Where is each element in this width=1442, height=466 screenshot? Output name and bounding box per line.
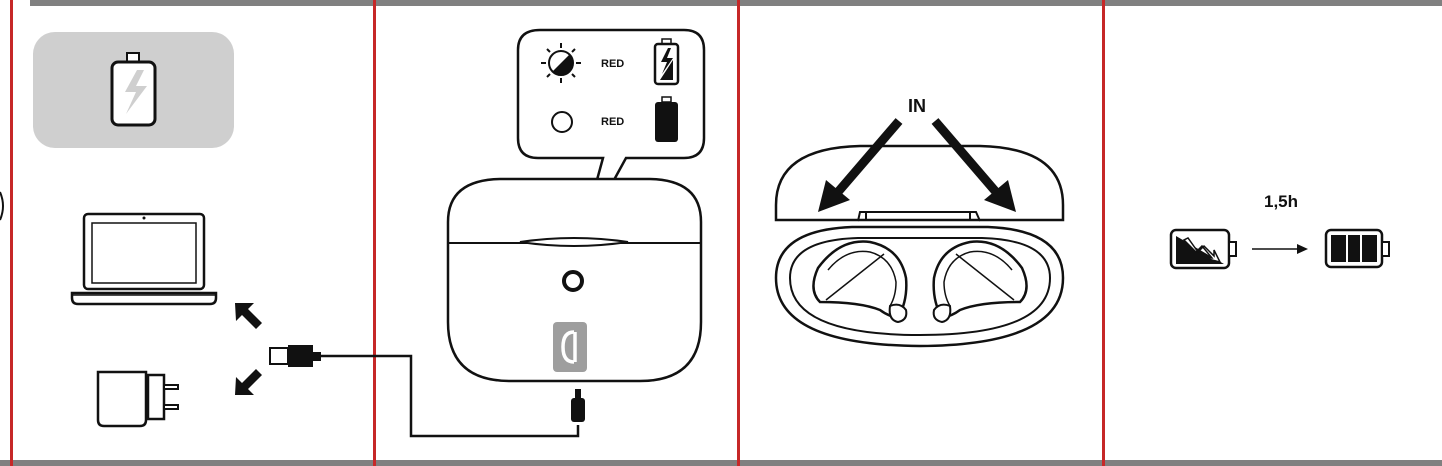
charging-case-icon [446,177,703,383]
battery-full-icon [1324,228,1390,269]
arrow-left-icon [818,118,903,212]
led-charged-color-label: RED [601,116,624,128]
arrow-right-icon [931,118,1016,212]
led-charging-color-label: RED [601,58,624,70]
usb-cable [321,354,580,438]
earbud-right-icon [932,240,1028,324]
arrow-to-laptop-icon [235,303,262,329]
frame-edge-mark [0,191,4,221]
battery-full-icon [655,96,678,142]
frame-top-bar [30,0,1442,6]
charge-time-label: 1,5h [1264,192,1298,211]
frame-bottom-bar [0,460,1442,466]
arrow-to-charger-icon [235,369,262,395]
charging-battery-icon [110,52,157,127]
sun-half-icon [541,43,581,83]
panel-divider-2 [373,0,376,466]
panel-divider-1 [10,0,13,466]
panel-insert-earbuds: IN [774,96,1065,348]
usb-c-plug-icon [571,389,585,422]
case-led-indicator [562,270,584,292]
circle-off-icon [551,111,573,133]
open-case-icon [774,144,1065,348]
panel-divider-3 [737,0,740,466]
panel-charging-case: RED RED [446,28,706,422]
panel-charge-time: 1,5h [1169,192,1390,270]
earbud-left-icon [812,240,908,324]
brand-logo-icon [553,322,587,372]
battery-charging-icon [653,38,680,86]
battery-empty-icon [1169,228,1237,270]
panel-divider-4 [1102,0,1105,466]
arrow-right-icon [1252,244,1308,254]
laptop-icon [70,212,218,306]
panel-power-source [33,32,580,438]
usb-a-plug-icon [269,345,321,367]
insert-label: IN [908,96,926,116]
wall-charger-icon [96,370,179,428]
